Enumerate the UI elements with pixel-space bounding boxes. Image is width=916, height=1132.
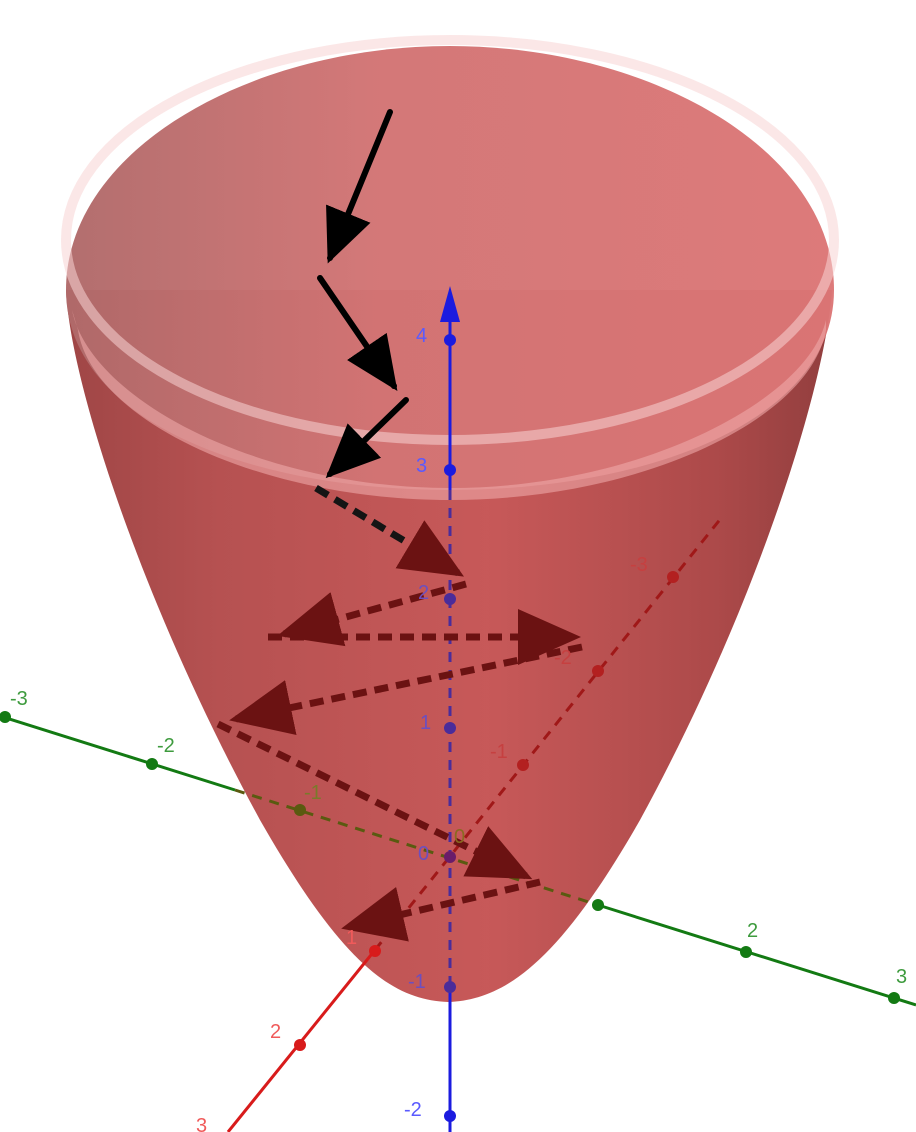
z-axis-arrowhead — [440, 286, 460, 322]
x-tick-label: 1 — [346, 927, 357, 949]
y-tick-point — [294, 804, 306, 816]
z-tick-point — [444, 334, 456, 346]
x-tick-point — [369, 945, 381, 957]
z-tick-label: -1 — [408, 971, 426, 993]
descent-step-arrow — [326, 109, 393, 264]
z-tick-point — [444, 1110, 456, 1122]
y-tick-label: 2 — [747, 920, 758, 942]
z-tick-point — [444, 851, 456, 863]
descent-step-arrow — [341, 878, 541, 942]
x-axis-inner — [373, 516, 724, 951]
y-tick-label: -2 — [157, 735, 175, 757]
descent-step-arrow — [229, 643, 583, 736]
z-tick-label: 3 — [416, 455, 427, 477]
y-axis-right — [597, 903, 916, 1007]
z-tick-point — [444, 722, 456, 734]
descent-step-arrow — [317, 275, 398, 391]
y-tick-point — [592, 899, 604, 911]
y-tick-point — [146, 758, 158, 770]
y-tick-point — [740, 946, 752, 958]
y-axis-left — [0, 714, 236, 792]
x-tick-label: -2 — [554, 647, 572, 669]
descent-step-arrow — [314, 484, 465, 577]
z-tick-label: 1 — [420, 712, 431, 734]
z-tick-label: 4 — [416, 325, 427, 347]
x-tick-point — [667, 571, 679, 583]
descent-step-arrow — [325, 397, 409, 479]
y-tick-label: -3 — [10, 688, 28, 710]
paraboloid-inner-wall — [66, 46, 834, 490]
z-tick-point — [444, 981, 456, 993]
z-tick-point — [444, 464, 456, 476]
origin-label: 0 — [454, 826, 465, 848]
x-tick-point — [517, 759, 529, 771]
x-tick-label: -3 — [630, 554, 648, 576]
descent-step-arrow — [277, 580, 467, 647]
x-tick-label: 2 — [270, 1021, 281, 1043]
x-tick-point — [294, 1039, 306, 1051]
y-tick-point — [888, 992, 900, 1004]
y-tick-label: -1 — [304, 782, 322, 804]
descent-step-arrow — [216, 720, 533, 880]
x-tick-label: 3 — [196, 1115, 207, 1132]
y-tick-point — [0, 711, 11, 723]
descent-path-solid — [317, 109, 409, 479]
x-tick-point — [592, 665, 604, 677]
x-tick-label: -1 — [490, 741, 508, 763]
z-tick-label: -2 — [404, 1099, 422, 1121]
descent-path-dashed — [216, 484, 583, 942]
z-tick-point — [444, 593, 456, 605]
y-tick-label: 3 — [896, 966, 907, 988]
z-tick-label: 2 — [418, 582, 429, 604]
origin-label: 0 — [418, 843, 429, 865]
